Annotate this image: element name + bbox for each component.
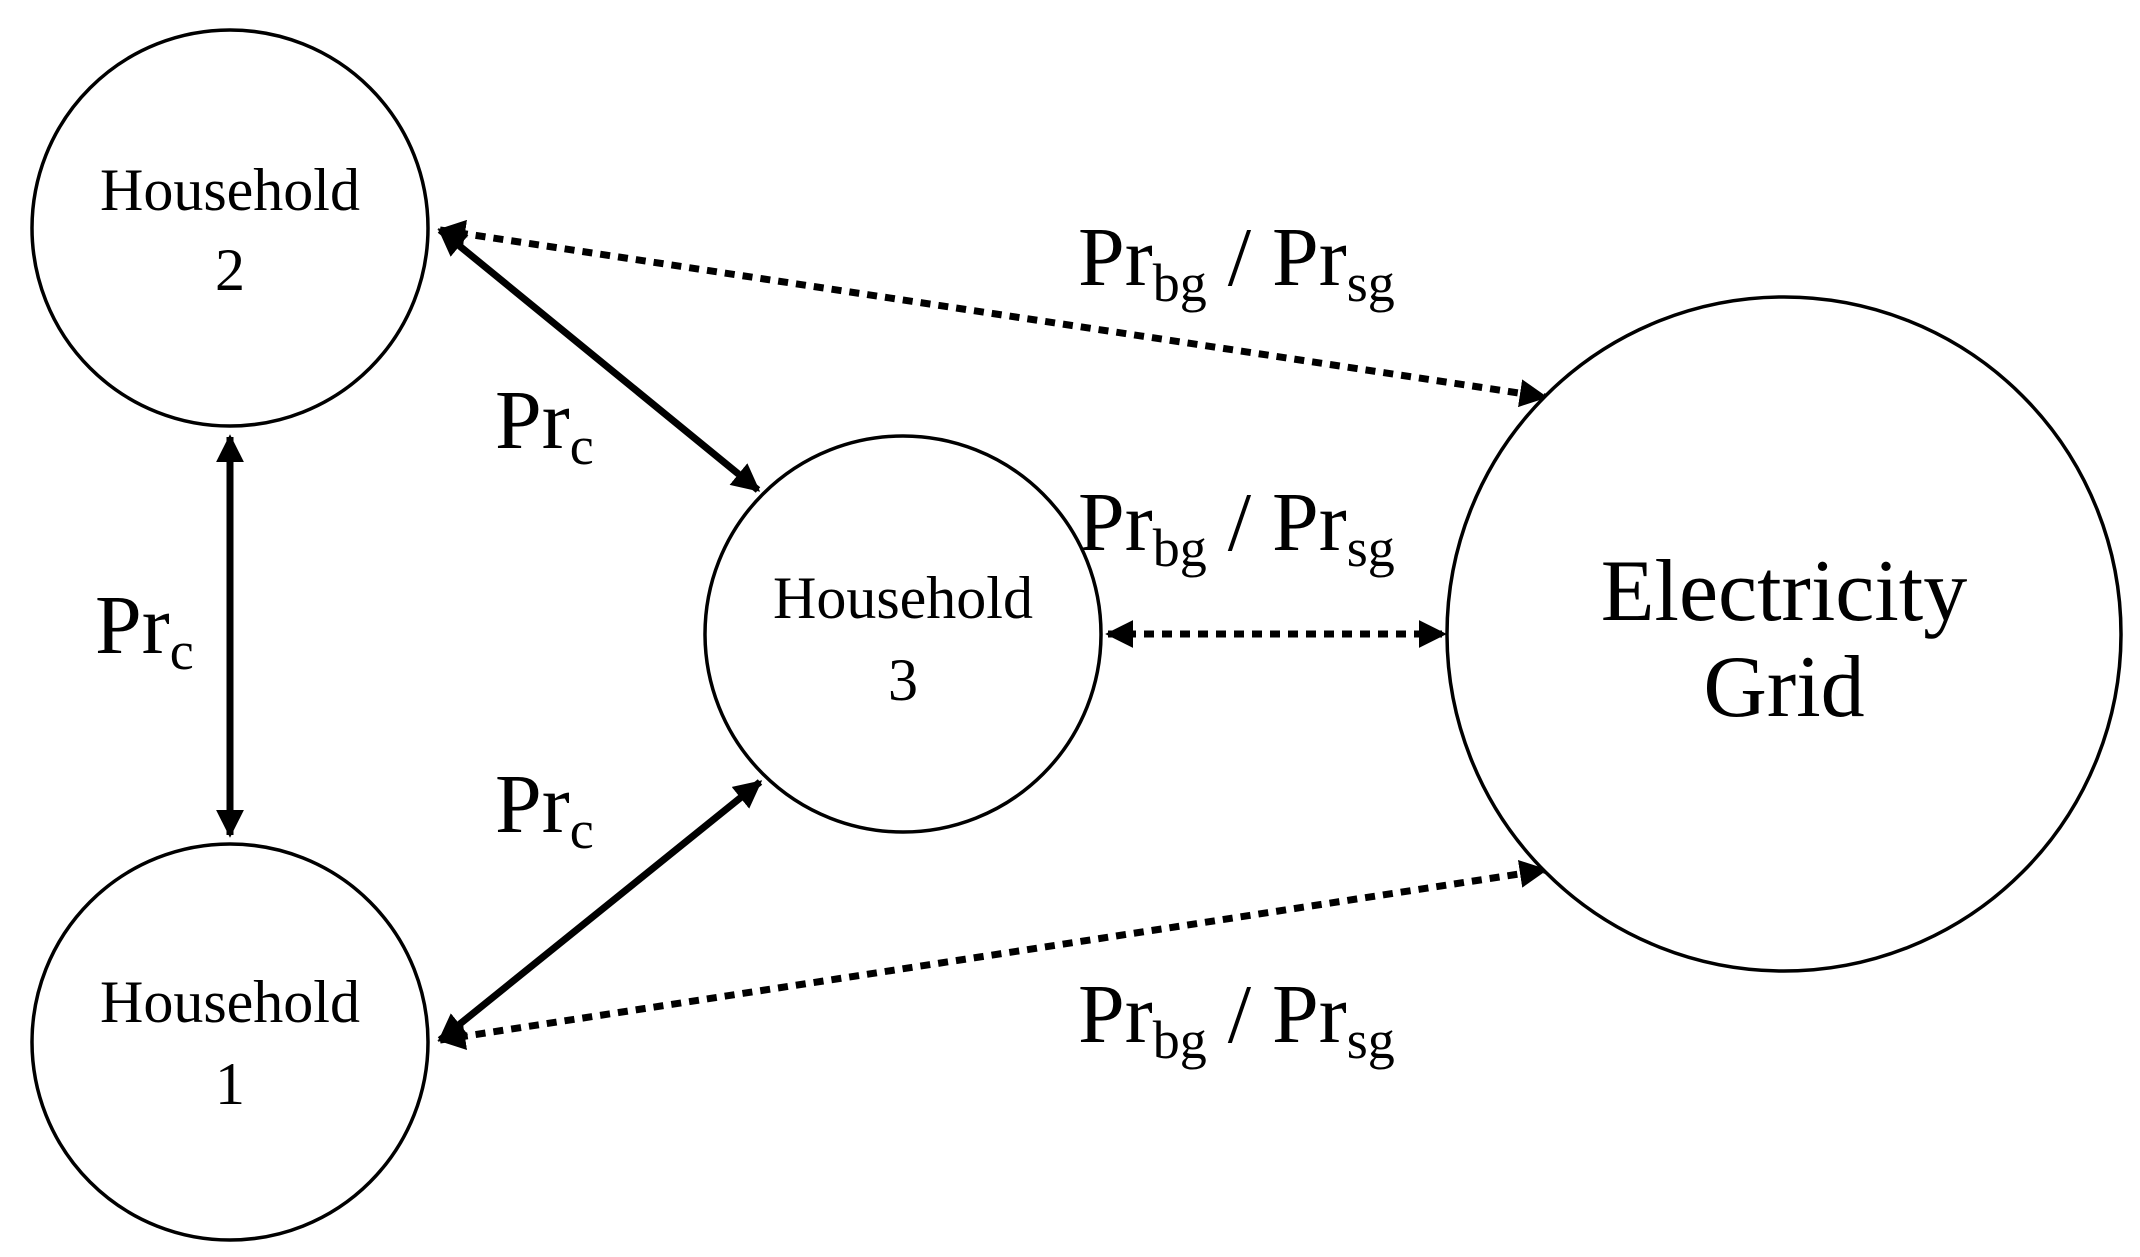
grid-price-label-top: Prbg / Prsg <box>1078 211 1395 313</box>
node-household-1: Household 1 <box>30 842 430 1242</box>
household-2-label-line2: 2 <box>215 237 245 303</box>
community-price-label-upper: Prc <box>495 374 594 476</box>
edge-household2-grid <box>437 219 1548 408</box>
household-2-label-line1: Household <box>100 157 360 223</box>
household-3-label-line2: 3 <box>888 647 918 713</box>
community-price-label-left: Prc <box>95 579 194 681</box>
grid-label-line2: Grid <box>1703 639 1864 736</box>
household-3-label-line1: Household <box>773 565 1033 631</box>
edge-household1-grid <box>437 859 1548 1051</box>
node-electricity-grid: Electricity Grid <box>1445 295 2123 973</box>
node-household-2: Household 2 <box>30 28 430 428</box>
household-1-label-line2: 1 <box>215 1051 245 1117</box>
grid-label-line1: Electricity <box>1601 543 1967 640</box>
community-price-label-lower: Prc <box>495 758 594 860</box>
household-1-label-line1: Household <box>100 969 360 1035</box>
grid-price-label-middle: Prbg / Prsg <box>1078 476 1395 578</box>
grid-price-label-bottom: Prbg / Prsg <box>1078 968 1395 1070</box>
node-household-3: Household 3 <box>703 434 1103 834</box>
